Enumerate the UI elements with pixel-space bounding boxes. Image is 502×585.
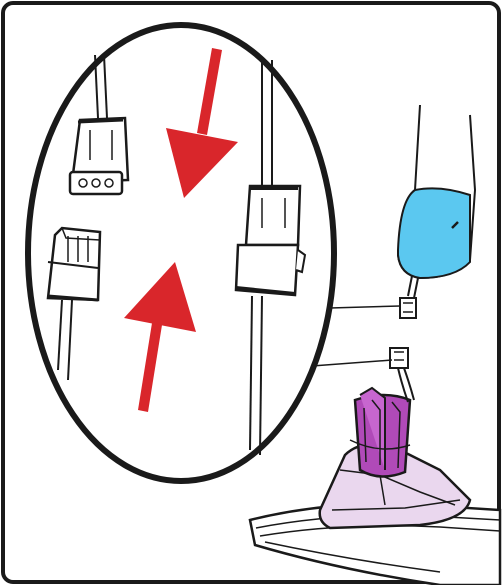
small-plug <box>400 298 416 318</box>
bottle-fluid <box>398 188 470 278</box>
purple-housing <box>350 388 410 477</box>
small-socket <box>390 348 408 368</box>
